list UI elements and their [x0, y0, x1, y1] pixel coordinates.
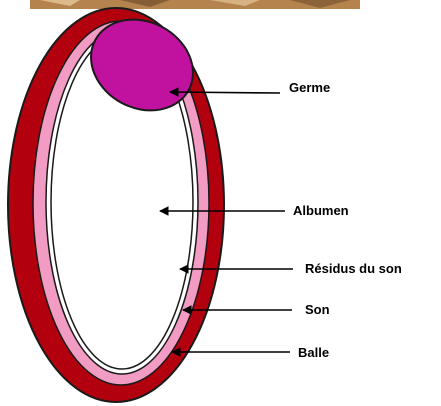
residus-label: Résidus du son	[305, 261, 402, 276]
photo-strip	[30, 0, 360, 9]
albumen-label: Albumen	[293, 203, 349, 218]
son-label: Son	[305, 302, 330, 317]
germe-arrow	[170, 92, 280, 93]
balle-label: Balle	[298, 345, 329, 360]
germe-label: Germe	[289, 80, 330, 95]
